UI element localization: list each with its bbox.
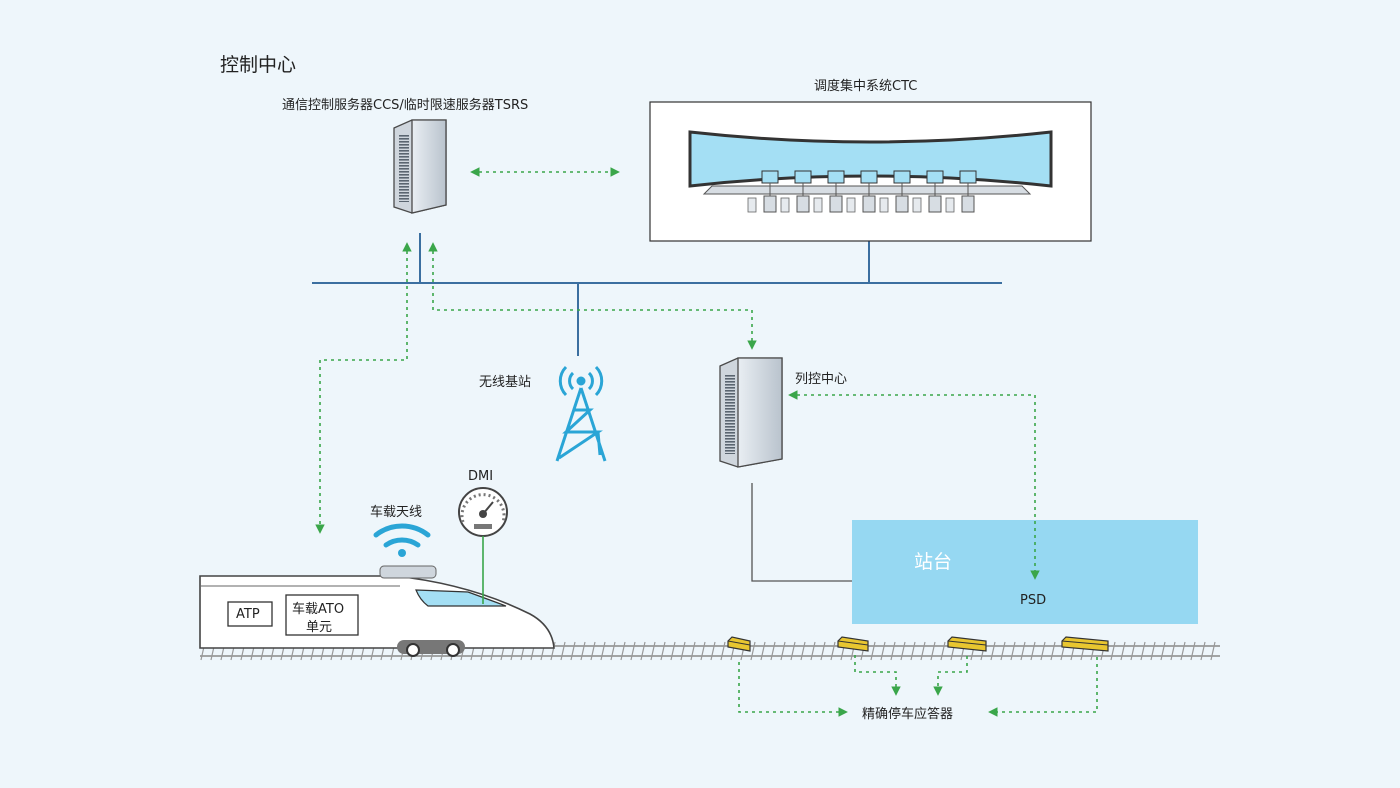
antenna-label: 车载天线 [370,505,423,520]
track-sleeper [900,641,906,661]
track-sleeper [560,641,566,661]
train-control-center-server-icon [719,357,783,468]
balise-icon [837,636,869,652]
tcc-psd-wire [751,483,852,582]
track-sleeper [1050,641,1056,661]
track-sleeper [1030,641,1036,661]
track-sleeper [1190,641,1196,661]
workstation-icon [780,170,812,213]
track-sleeper [680,641,686,661]
track-sleeper [1210,641,1216,661]
track-sleeper [1180,641,1186,661]
dmi-label: DMI [468,469,494,484]
track-sleeper [610,641,616,661]
ctc-display-wall-icon [688,130,1053,213]
track-sleeper [750,641,756,661]
ccs-tsrs-server-icon [393,119,447,214]
ato-label-line2: 单元 [306,620,333,635]
workstation-icon [912,170,944,213]
platform-area [852,520,1198,624]
track-sleeper [590,641,596,661]
track-sleeper [640,641,646,661]
track-sleeper [1020,641,1026,661]
track-sleeper [1160,641,1166,661]
track-sleeper [780,641,786,661]
balise-icon [947,636,987,652]
track-sleeper [880,641,886,661]
workstation-icon [945,170,977,213]
track-sleeper [1010,641,1016,661]
balise1-link [738,662,848,717]
atp-label: ATP [236,607,260,622]
track-sleeper [660,641,666,661]
onboard-antenna-icon [373,523,431,557]
track-sleeper [760,641,766,661]
workstation-icon [846,170,878,213]
track-sleeper [690,641,696,661]
track-sleeper [790,641,796,661]
platform-label: 站台 [914,551,953,573]
workstation-icon [813,170,845,213]
track-sleeper [1110,641,1116,661]
track-sleeper [1000,641,1006,661]
dmi-gauge-icon [458,487,508,537]
track-sleeper [1170,641,1176,661]
track-sleeper [770,641,776,661]
control-center-title: 控制中心 [220,54,297,76]
track-sleeper [1120,641,1126,661]
track-sleeper [570,641,576,661]
track-sleeper [1150,641,1156,661]
track-sleeper [910,641,916,661]
balise3-link [933,656,968,696]
track-sleeper [700,641,706,661]
balise-group [727,636,1109,652]
track-sleeper [580,641,586,661]
track-sleeper [1140,641,1146,661]
track-sleeper [810,641,816,661]
track-sleeper [830,641,836,661]
track-sleeper [930,641,936,661]
atp-box [227,601,273,627]
track-sleeper [1130,641,1136,661]
track-sleeper [800,641,806,661]
balise-icon [727,636,751,652]
transponder-label: 精确停车应答器 [862,707,954,722]
ctc-label: 调度集中系统CTC [814,79,918,94]
track-sleeper [670,641,676,661]
ato-box [285,594,359,636]
base-station-label: 无线基站 [479,375,532,390]
track-sleeper [710,641,716,661]
track-sleeper [620,641,626,661]
track-sleeper [630,641,636,661]
workstation-icon [879,170,911,213]
ato-label-line1: 车载ATO [292,602,345,617]
psd-label: PSD [1020,593,1047,608]
track-sleeper [990,641,996,661]
train-control-center-label: 列控中心 [795,372,848,387]
server-tcc-link [428,242,757,350]
balise-icon [1061,636,1109,652]
track-sleeper [1200,641,1206,661]
radio-tower-icon [555,365,607,462]
balise4-link [988,657,1098,717]
server-label: 通信控制服务器CCS/临时限速服务器TSRS [282,98,529,113]
track-sleeper [870,641,876,661]
tcc-psd-link [788,390,1040,580]
server-train-link [315,242,412,534]
track-sleeper [940,641,946,661]
track-sleeper [720,641,726,661]
track-sleeper [1040,641,1046,661]
track-sleeper [600,641,606,661]
track-sleeper [650,641,656,661]
workstation-icon [747,170,779,213]
track-sleeper [920,641,926,661]
track-sleeper [820,641,826,661]
balise2-link [854,655,901,696]
track-sleeper [890,641,896,661]
